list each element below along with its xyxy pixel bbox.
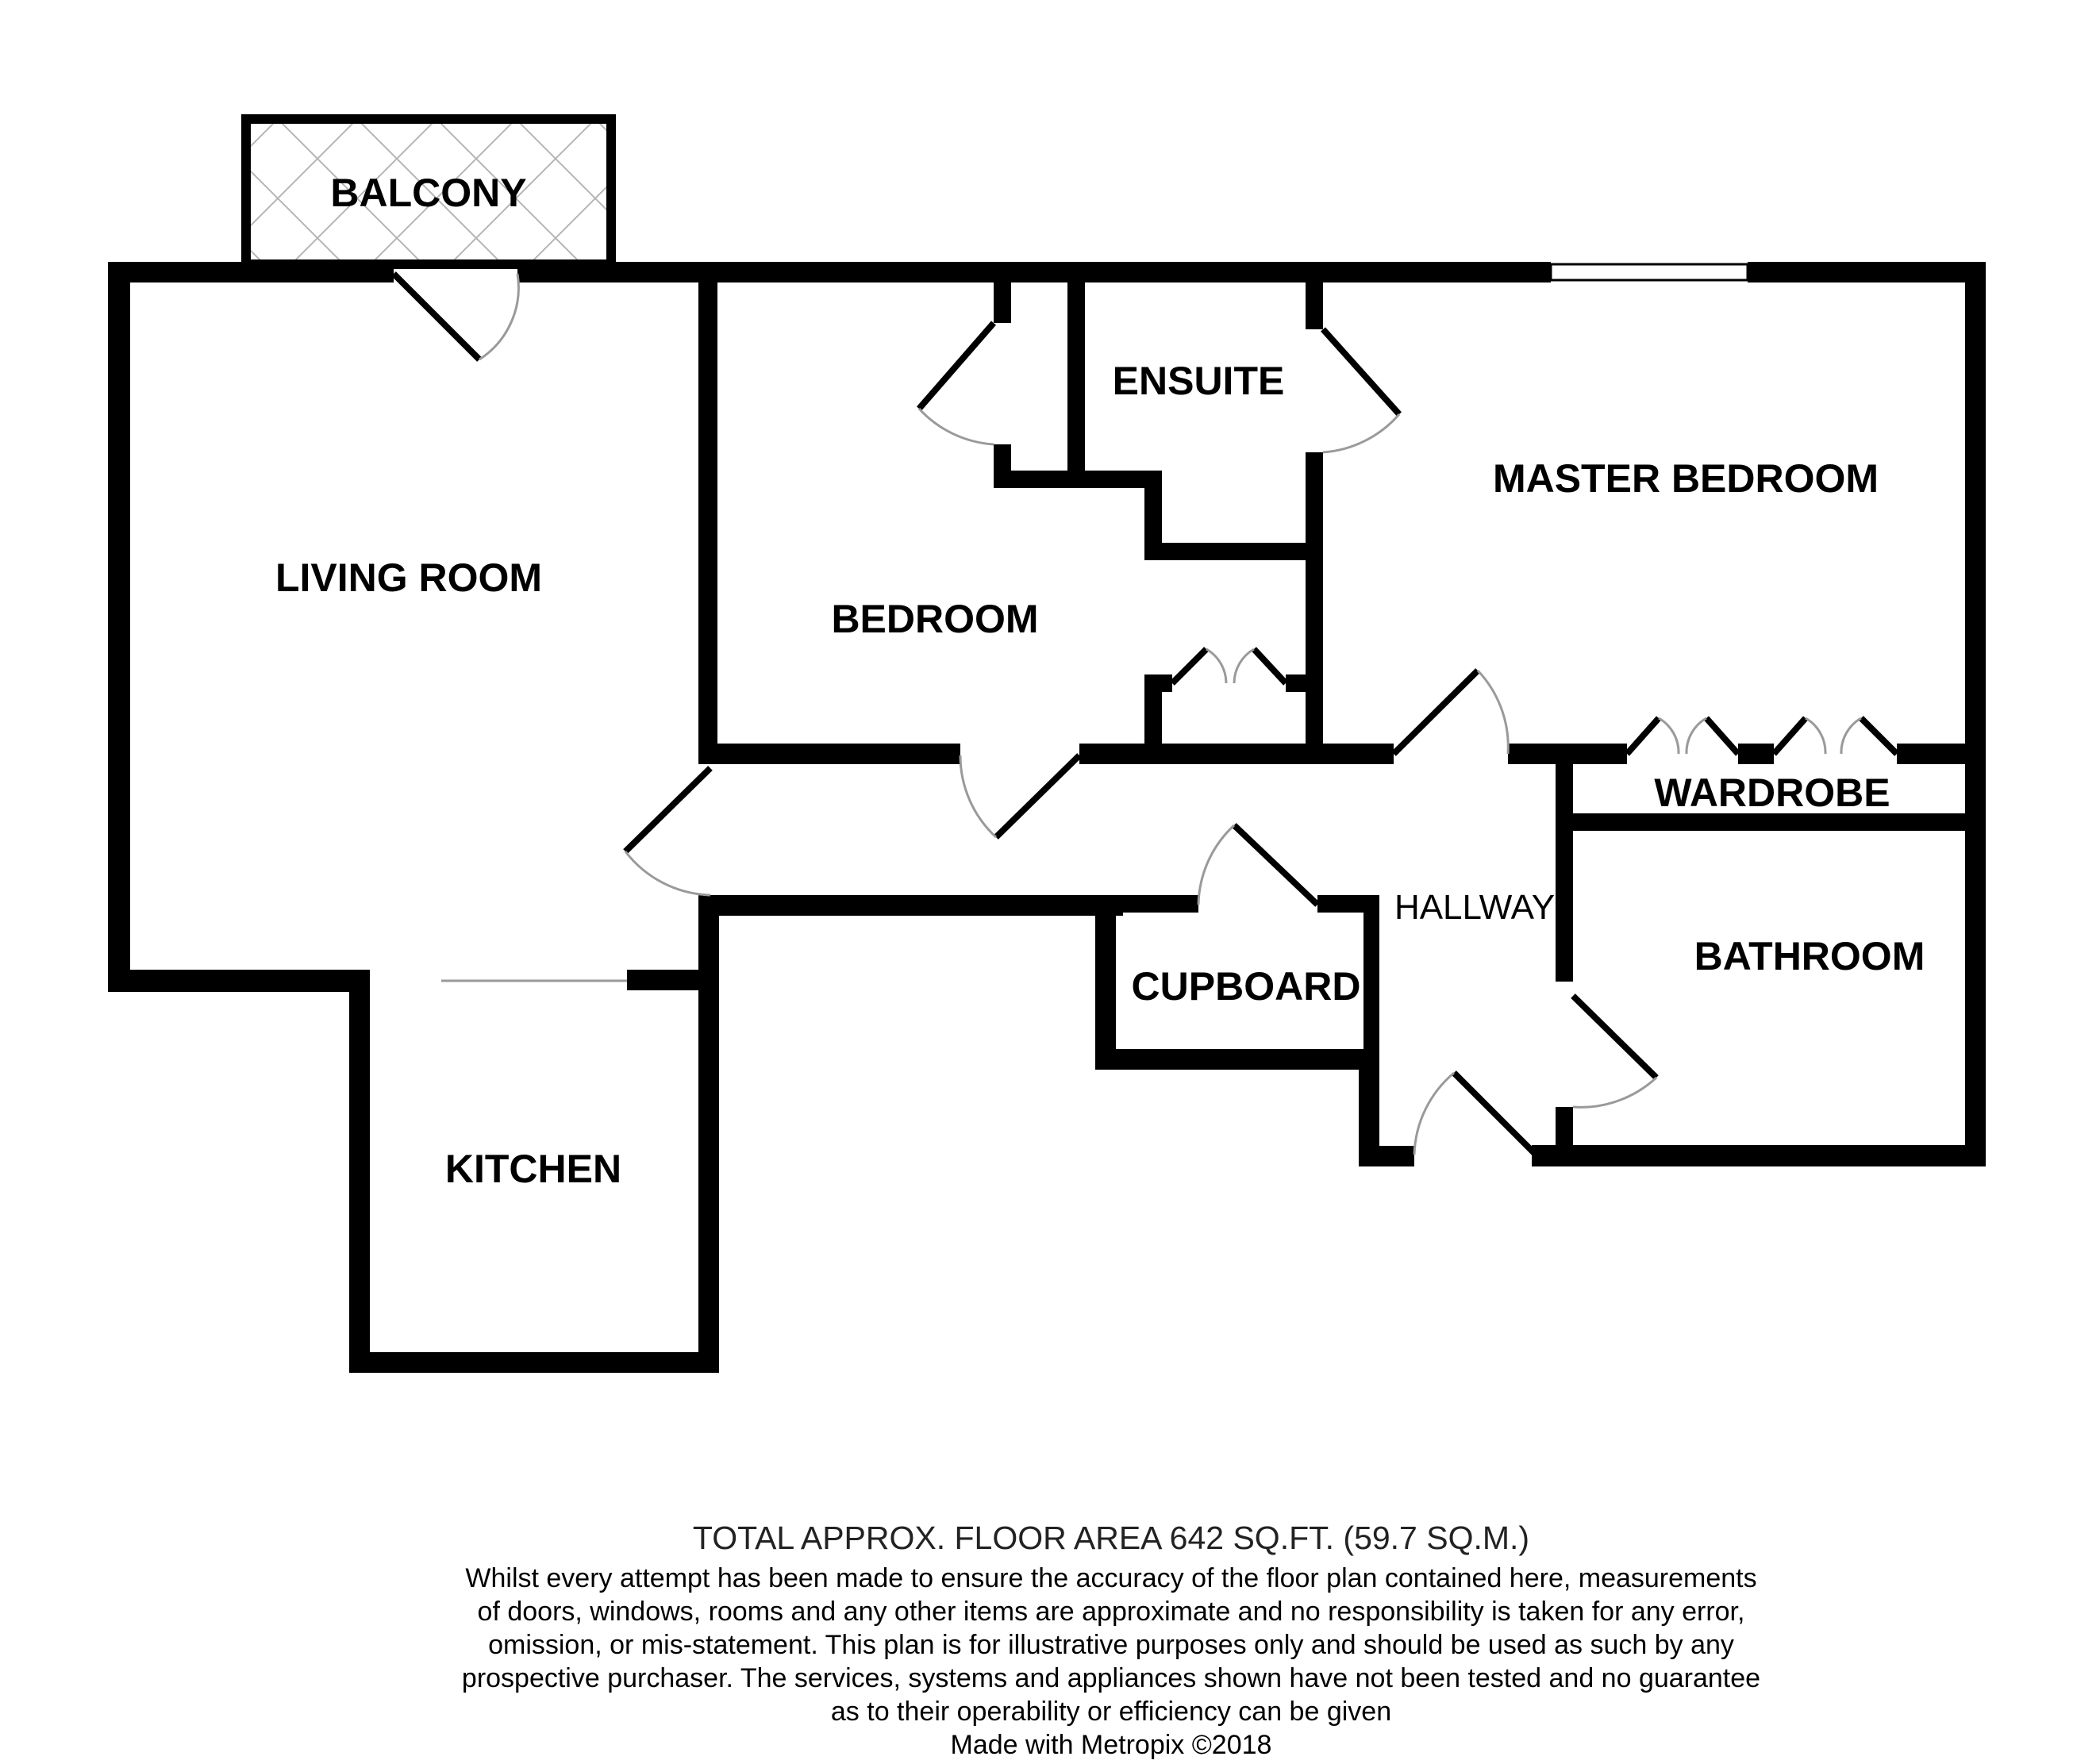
disclaimer-line: Whilst every attempt has been made to en… bbox=[465, 1563, 1757, 1593]
floor-plan: BALCONY LIVING ROOM KITCHEN BEDROOM ENSU… bbox=[108, 114, 1986, 1373]
windows bbox=[441, 263, 1749, 982]
label-hallway: HALLWAY bbox=[1394, 888, 1555, 927]
label-living-room: LIVING ROOM bbox=[275, 555, 542, 600]
doors bbox=[391, 271, 1899, 1157]
label-bedroom: BEDROOM bbox=[831, 597, 1038, 641]
disclaimer-line: omission, or mis-statement. This plan is… bbox=[488, 1630, 1734, 1660]
room-labels: BALCONY LIVING ROOM KITCHEN BEDROOM ENSU… bbox=[275, 171, 1925, 1191]
footer: TOTAL APPROX. FLOOR AREA 642 SQ.FT. (59.… bbox=[444, 1517, 1778, 1762]
label-balcony: BALCONY bbox=[330, 171, 526, 215]
label-bathroom: BATHROOM bbox=[1694, 934, 1925, 978]
disclaimer: Whilst every attempt has been made to en… bbox=[444, 1562, 1778, 1728]
disclaimer-line: of doors, windows, rooms and any other i… bbox=[477, 1597, 1745, 1627]
label-cupboard: CUPBOARD bbox=[1132, 964, 1361, 1009]
balcony bbox=[241, 114, 616, 269]
total-floor-area: TOTAL APPROX. FLOOR AREA 642 SQ.FT. (59.… bbox=[692, 1520, 1530, 1556]
disclaimer-line: as to their operability or efficiency ca… bbox=[830, 1697, 1392, 1727]
label-ensuite: ENSUITE bbox=[1113, 359, 1285, 403]
label-wardrobe: WARDROBE bbox=[1654, 771, 1890, 815]
disclaimer-line: prospective purchaser. The services, sys… bbox=[461, 1663, 1761, 1693]
walls bbox=[108, 262, 1986, 1373]
credit: Made with Metropix ©2018 bbox=[950, 1730, 1272, 1760]
label-kitchen: KITCHEN bbox=[445, 1147, 621, 1191]
label-master-bedroom: MASTER BEDROOM bbox=[1493, 456, 1879, 501]
